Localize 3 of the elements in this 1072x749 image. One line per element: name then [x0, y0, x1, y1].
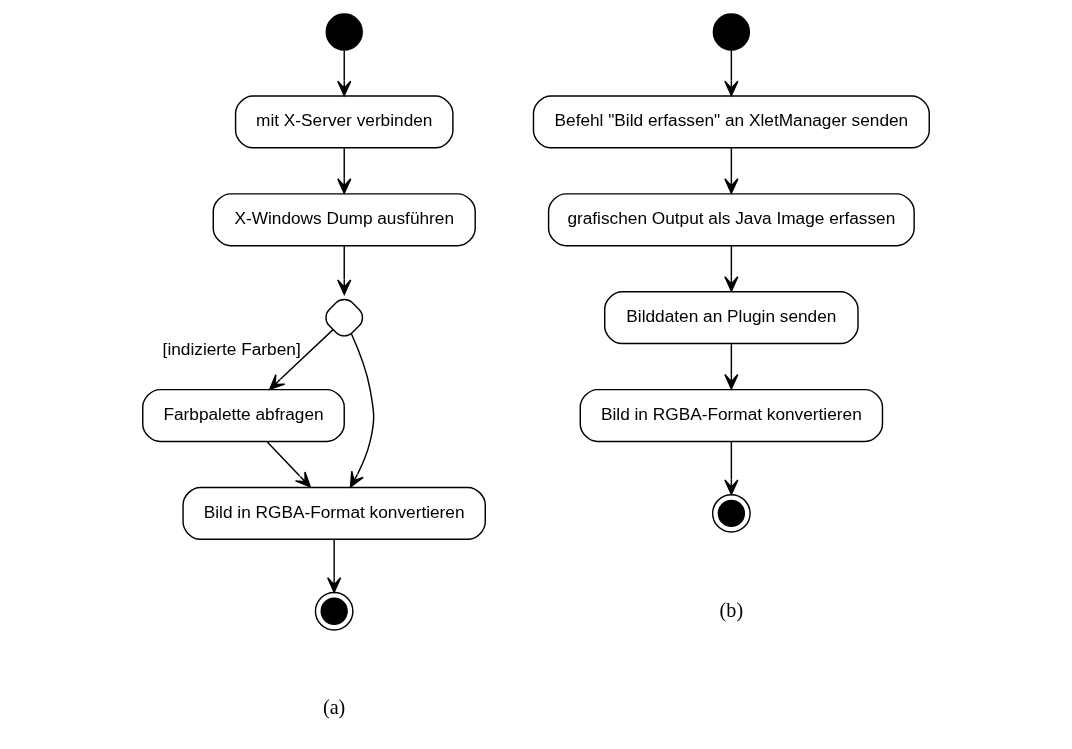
label: (b)	[719, 598, 744, 621]
label: (a)	[322, 696, 346, 719]
edge-label: [indizierte Farben]	[162, 338, 301, 359]
